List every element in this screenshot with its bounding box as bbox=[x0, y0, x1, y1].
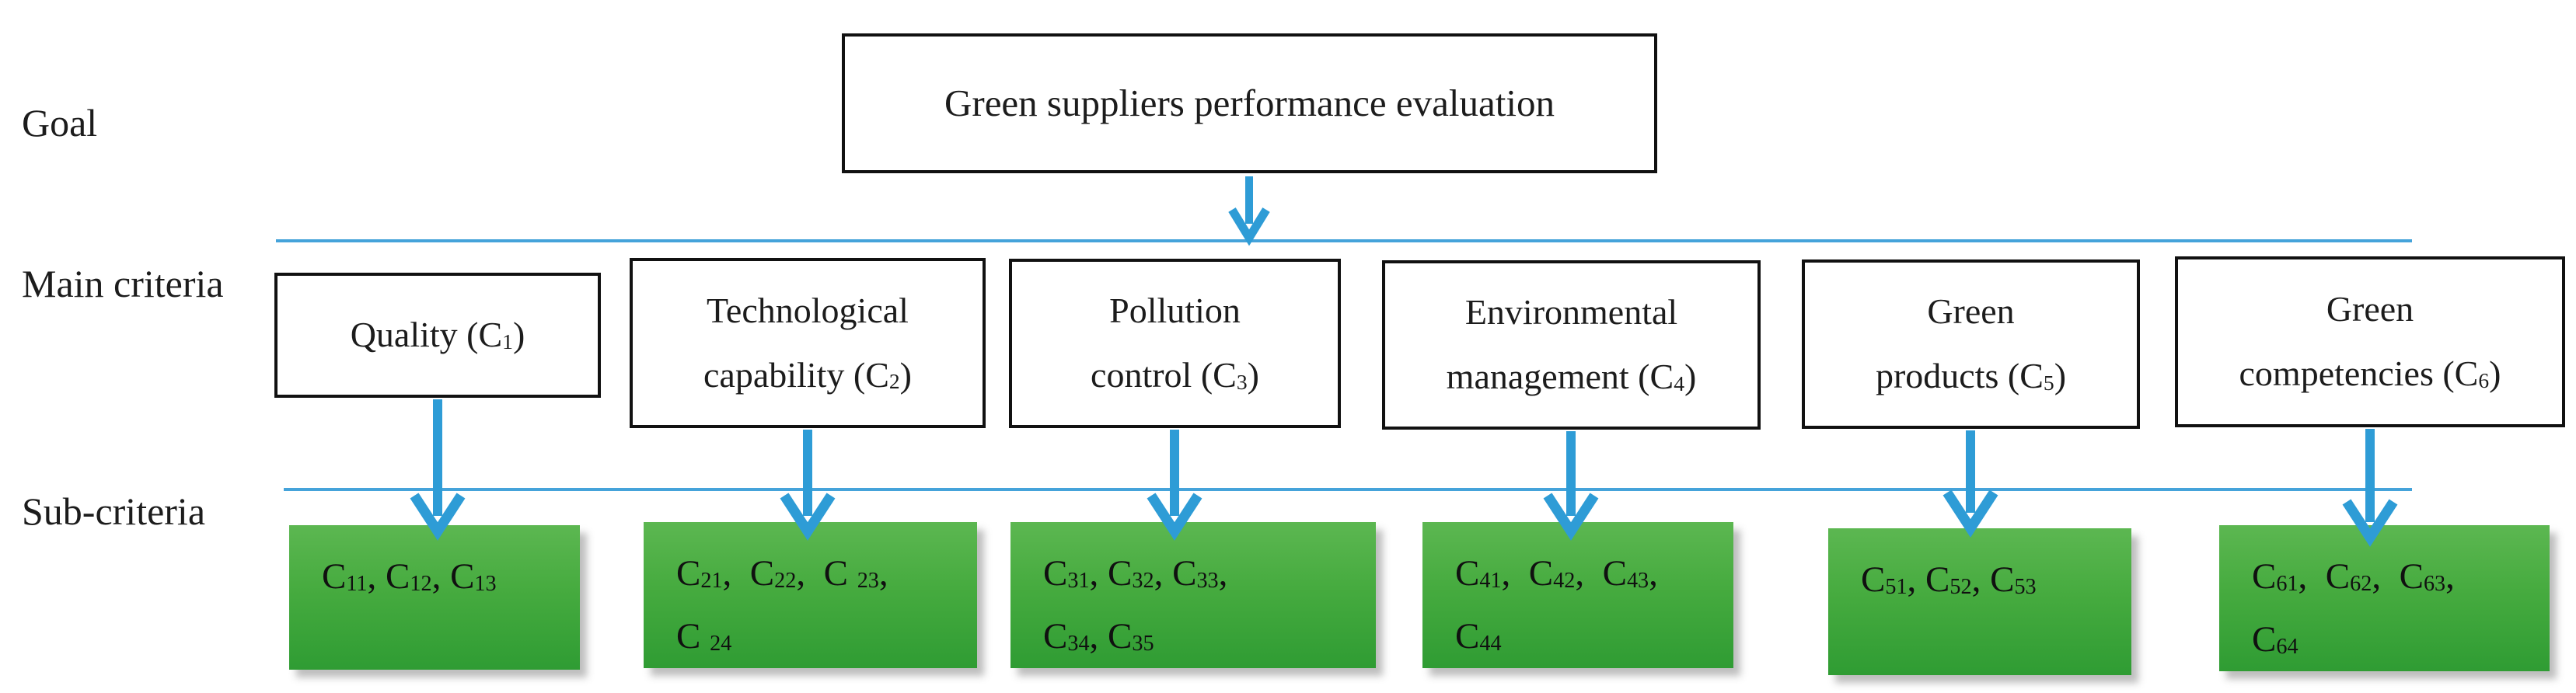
arrow-quality-to-sub bbox=[410, 399, 466, 541]
sub-criteria-box-c5: C51, C52, C53 bbox=[1828, 528, 2131, 675]
goal-box-text: Green suppliers performance evaluation bbox=[944, 81, 1555, 124]
main-criteria-box-technological-capability: Technological capability (C2) bbox=[630, 258, 986, 428]
rich-text-line: Environmental bbox=[1464, 292, 1678, 333]
rich-text-line: C 24 bbox=[676, 615, 732, 656]
sub-criteria-box-c2: C21, C22, C 23, C 24 bbox=[644, 522, 977, 668]
rich-text-line: control (C3) bbox=[1091, 355, 1259, 395]
rich-text-line: C11, C12, C13 bbox=[322, 556, 497, 597]
rich-text-line: Technological bbox=[707, 290, 909, 330]
main-criteria-box-quality: Quality (C1) bbox=[274, 273, 601, 398]
arrow-technological-to-sub bbox=[780, 430, 836, 541]
rich-text-line: C64 bbox=[2252, 618, 2299, 660]
main-criteria-row-label: Main criteria bbox=[22, 262, 224, 305]
rich-text-line: capability (C2) bbox=[703, 354, 912, 395]
sub-criteria-box-c6: C61, C62, C63, C64 bbox=[2219, 525, 2550, 671]
sub-criteria-box-c4: C41, C42, C43, C44 bbox=[1422, 522, 1733, 668]
rich-text-line: C41, C42, C43, bbox=[1455, 553, 1658, 594]
arrow-goal-to-main bbox=[1228, 176, 1270, 246]
arrow-pollution-to-sub bbox=[1147, 430, 1202, 541]
rich-text-line: Green bbox=[2326, 289, 2414, 329]
rich-text-line: C61, C62, C63, bbox=[2252, 556, 2455, 597]
goal-box: Green suppliers performance evaluation bbox=[842, 33, 1657, 173]
rich-text-line: products (C5) bbox=[1875, 356, 2067, 395]
rich-text-line: C51, C52, C53 bbox=[1861, 559, 2037, 600]
rich-text-line: Pollution bbox=[1109, 291, 1241, 331]
sub-criteria-box-c3: C31, C32, C33, C34, C35 bbox=[1011, 522, 1376, 668]
rich-text-line: competencies (C6) bbox=[2239, 353, 2501, 393]
rich-text-line: management (C4) bbox=[1446, 357, 1697, 396]
sub-criteria-box-c1: C11, C12, C13 bbox=[289, 525, 580, 670]
main-criteria-box-green-competencies: Green competencies (C6) bbox=[2175, 256, 2565, 427]
rich-text-line: Quality (C1) bbox=[350, 315, 525, 355]
rich-text-line: C31, C32, C33, bbox=[1043, 553, 1228, 594]
rich-text-line: Green bbox=[1927, 291, 2015, 332]
main-criteria-box-pollution-control: Pollution control (C3) bbox=[1009, 259, 1341, 428]
main-criteria-box-environmental-management: Environmental management (C4) bbox=[1382, 260, 1761, 430]
arrow-environmental-to-sub bbox=[1543, 431, 1599, 541]
rich-text-line: C44 bbox=[1455, 615, 1502, 656]
rich-text-line: C21, C22, C 23, bbox=[676, 553, 888, 594]
main-criteria-box-green-products: Green products (C5) bbox=[1802, 259, 2140, 429]
goal-row-label: Goal bbox=[22, 101, 98, 145]
rich-text-line: C34, C35 bbox=[1043, 615, 1154, 656]
sub-criteria-row-label: Sub-criteria bbox=[22, 489, 206, 533]
arrow-green-products-to-sub bbox=[1942, 430, 1998, 538]
arrow-green-competencies-to-sub bbox=[2342, 429, 2398, 547]
